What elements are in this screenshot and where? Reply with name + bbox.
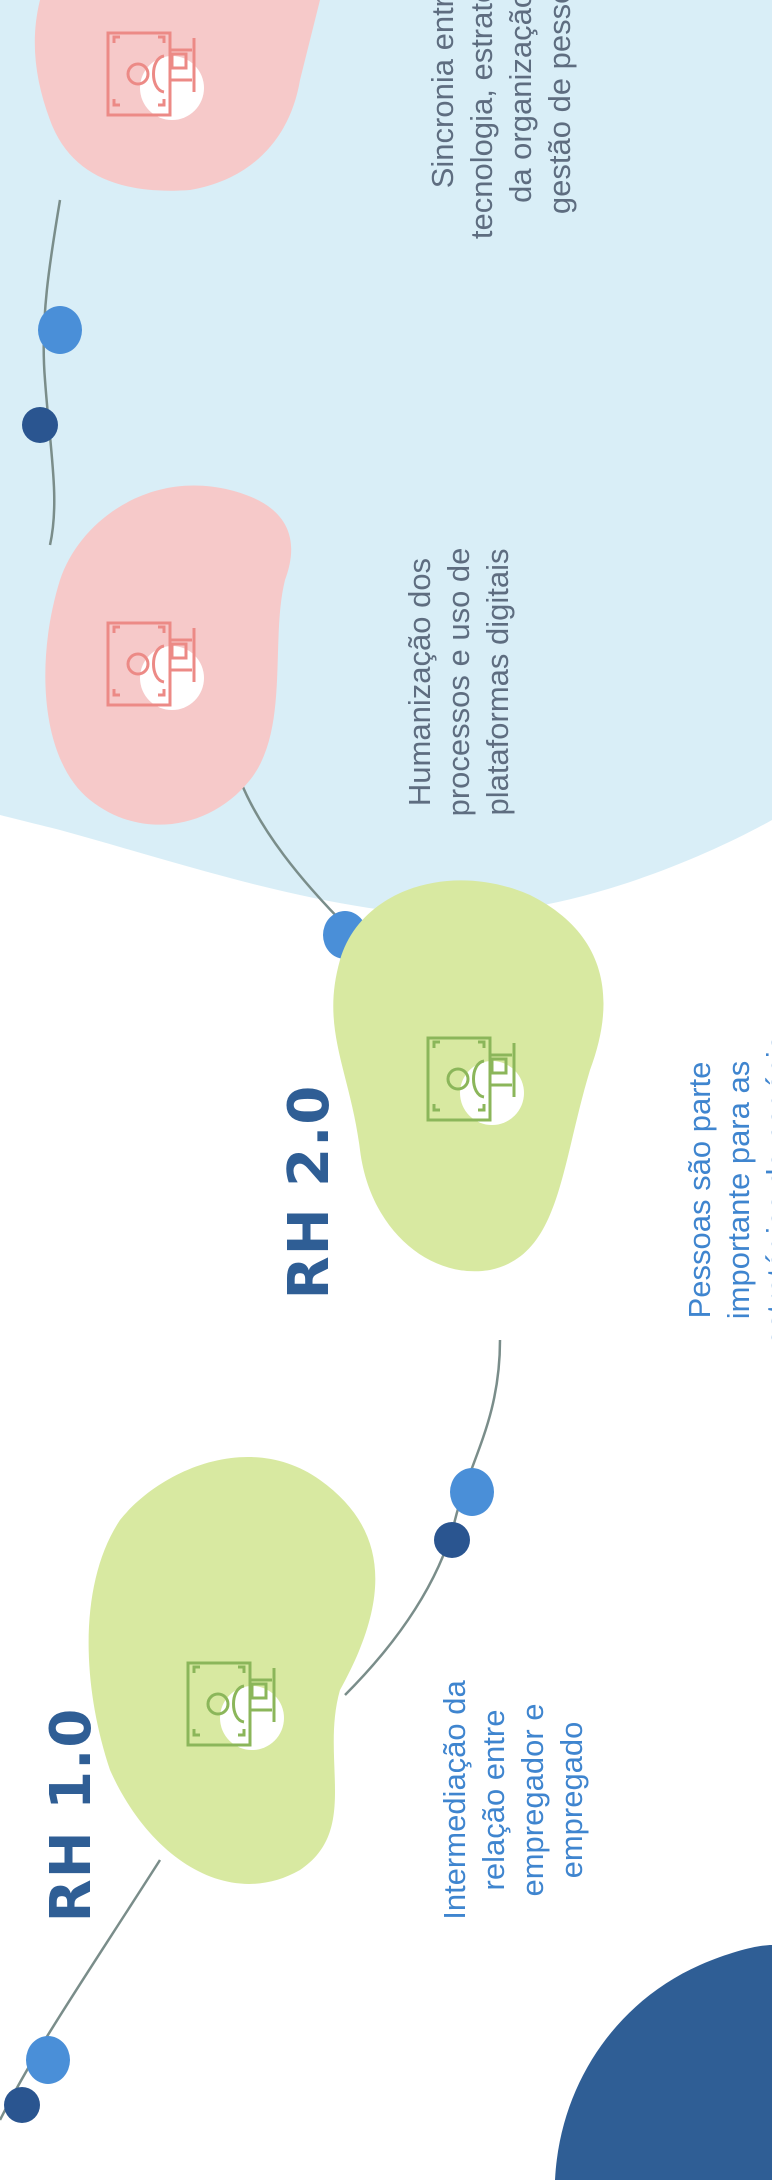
stage-description-rh4: Sincronia entre tecnologia, estratégias … — [425, 0, 577, 240]
timeline-dot — [450, 1468, 494, 1516]
person-screen-icon — [106, 621, 204, 710]
person-screen-icon — [106, 31, 204, 120]
stage-description-rh2: Pessoas são parte importante para as est… — [682, 1034, 772, 1346]
person-screen-icon — [186, 1661, 284, 1750]
person-screen-icon — [426, 1036, 524, 1125]
stage-rh1 — [88, 1457, 376, 1884]
stage-description-rh1: Intermediação da relação entre empregado… — [437, 1680, 589, 1920]
timeline-dot — [434, 1522, 470, 1558]
timeline-dot — [26, 2036, 70, 2084]
stage-blob — [88, 1457, 376, 1884]
timeline-dot — [38, 306, 82, 354]
stage-title-rh1: RH 1.0 — [39, 1707, 104, 1923]
timeline-line — [0, 199, 521, 2121]
timeline-dot — [22, 407, 58, 443]
timeline-dot — [4, 2087, 40, 2123]
stage-description-rh3: Humanização dos processos e uso de plata… — [402, 547, 515, 817]
corner-shape — [555, 1945, 772, 2180]
stage-title-rh2: RH 2.0 — [277, 1084, 342, 1300]
